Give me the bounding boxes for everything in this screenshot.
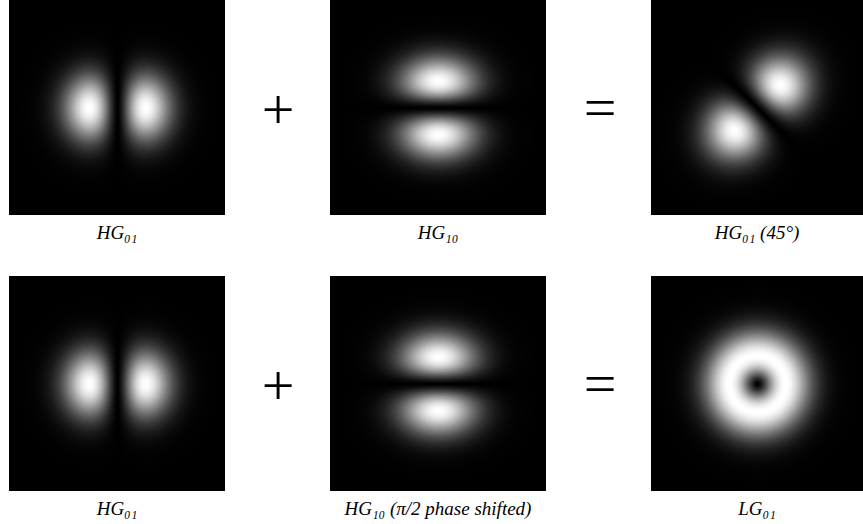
mode-caption: HG₀₁ (45°) [715,222,800,244]
mode-image [651,276,863,491]
mode-caption: LG₀₁ [738,498,776,520]
mode-image [9,0,225,215]
mode-image [651,0,863,215]
mode-caption: HG₀₁ [97,222,138,244]
mode-image [330,276,546,491]
mode-caption: HG₁₀ [418,222,459,244]
mode-caption: HG₁₀ (π/2 phase shifted) [345,498,532,520]
mode-image [9,276,225,491]
mode-image [330,0,546,215]
plus-sign: + [262,357,295,415]
equals-sign: = [584,355,617,413]
plus-sign: + [262,81,295,139]
equals-sign: = [584,79,617,137]
mode-caption: HG₀₁ [97,498,138,520]
